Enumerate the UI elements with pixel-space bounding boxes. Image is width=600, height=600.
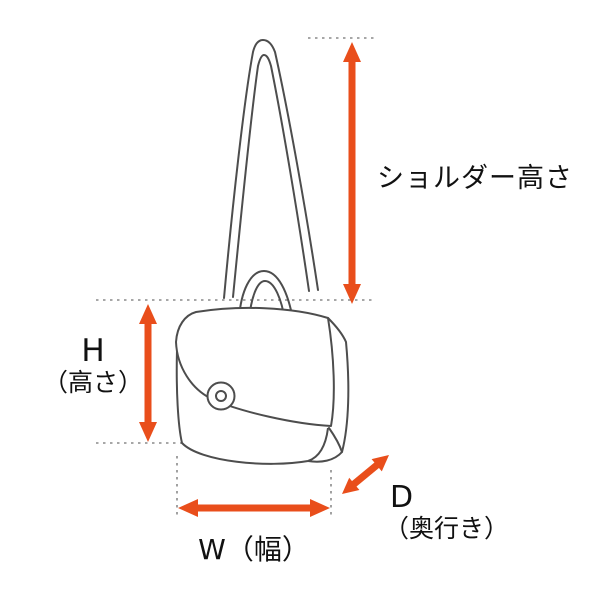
height-letter: H — [81, 333, 105, 369]
handle — [238, 270, 294, 323]
shoulder-strap — [223, 39, 319, 299]
width-label: W（幅） — [198, 533, 310, 566]
side-gusset — [307, 317, 350, 463]
depth-label: D （奥行き） — [384, 482, 509, 544]
bag-depth-arrow — [342, 455, 389, 494]
height-name: （高さ） — [42, 368, 143, 397]
height-label: H （高さ） — [38, 334, 148, 398]
shoulder-height-label: ショルダー高さ — [377, 163, 573, 194]
bag-drawing — [175, 39, 350, 465]
reference-dotted-lines — [96, 37, 374, 518]
depth-name: （奥行き） — [384, 514, 510, 543]
shoulder-height-arrow — [343, 42, 361, 304]
bag-height-arrow — [139, 304, 157, 442]
bag-width-arrow — [178, 499, 330, 517]
depth-letter: D — [390, 480, 414, 515]
clasp-button — [206, 381, 236, 411]
